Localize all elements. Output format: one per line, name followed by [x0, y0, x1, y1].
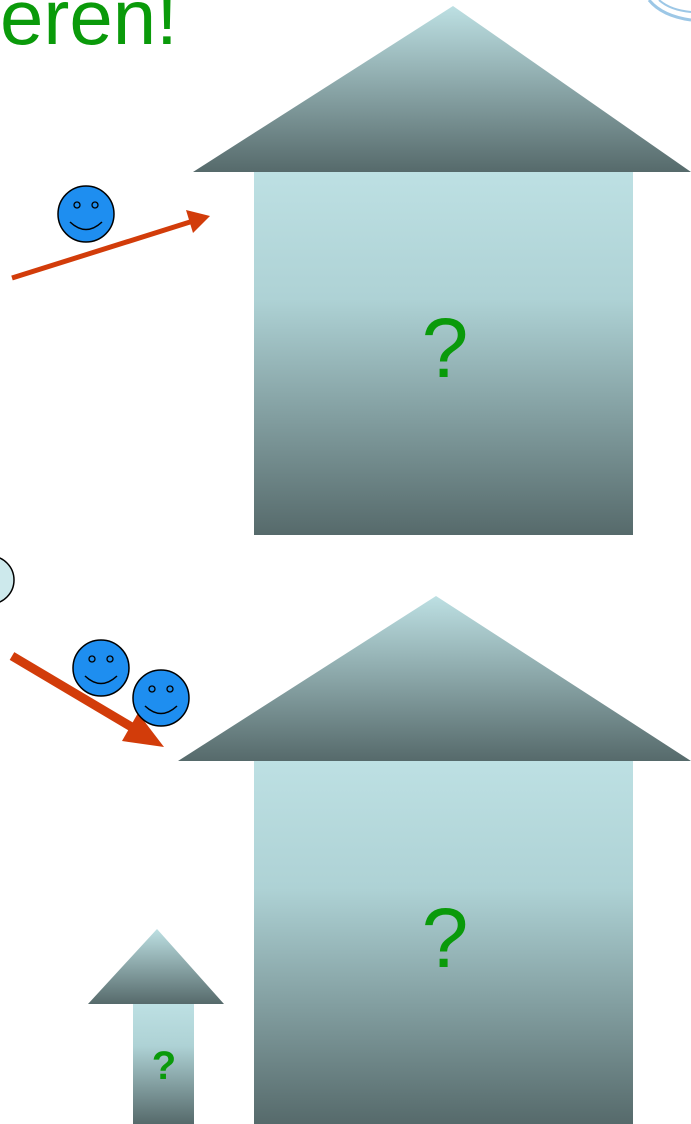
house-body — [133, 1004, 194, 1124]
house-body — [254, 172, 633, 535]
smiley-icon — [57, 185, 115, 243]
house-label-question: ? — [421, 301, 469, 395]
house-label-question: ? — [151, 1044, 177, 1088]
speech-bubble-fragment — [0, 557, 15, 603]
house-large-bottom — [178, 596, 691, 1124]
house-large-top — [193, 6, 691, 535]
house-label-question: ? — [421, 891, 469, 985]
logo-fragment — [647, 0, 691, 22]
house-roof — [193, 6, 691, 172]
arrow-into-house-top — [11, 210, 210, 281]
house-roof — [88, 929, 224, 1004]
slide-title: eren! — [0, 0, 178, 61]
smiley-icon — [72, 639, 130, 697]
arrow-into-house-bottom — [9, 652, 164, 747]
house-small — [88, 929, 224, 1124]
house-roof — [178, 596, 691, 761]
smiley-icon — [132, 669, 190, 727]
house-body — [254, 761, 633, 1124]
